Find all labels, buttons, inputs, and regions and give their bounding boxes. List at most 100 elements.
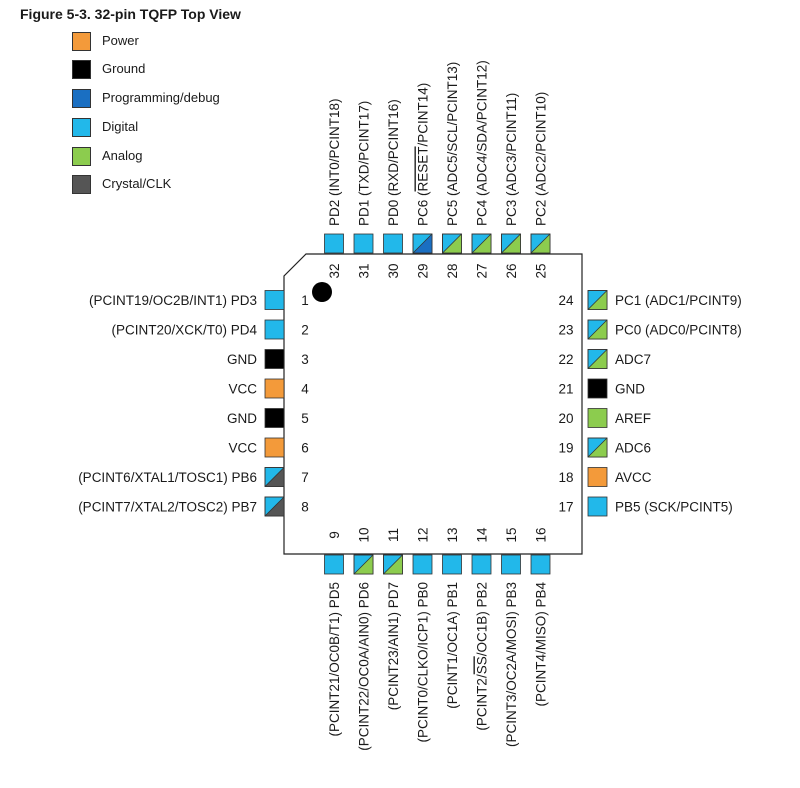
legend-swatch-programming	[72, 89, 91, 108]
figure-title: Figure 5-3. 32-pin TQFP Top View	[20, 6, 241, 22]
pin-label-6: VCC	[228, 441, 257, 456]
pin-square-12	[412, 554, 433, 575]
pin-label-21: GND	[615, 382, 645, 397]
pin-label-27: PC4 (ADC4/SDA/PCINT12)	[475, 60, 490, 226]
pin-number: 5	[301, 411, 309, 426]
pin-number: 30	[386, 263, 401, 278]
pin-square-31	[353, 233, 374, 254]
pin-label-9: (PCINT21/OC0B/T1) PD5	[327, 582, 342, 737]
legend-swatch-crystal	[72, 175, 91, 194]
pin-square-24	[587, 290, 608, 310]
pin-label-24: PC1 (ADC1/PCINT9)	[615, 293, 742, 308]
pin-label-32: PD2 (INT0/PCINT18)	[327, 98, 342, 226]
pin-number: 17	[558, 500, 573, 515]
pin-number: 19	[558, 441, 573, 456]
pin-number: 31	[357, 263, 372, 278]
pin-label-10: (PCINT22/OC0A/AIN0) PD6	[357, 582, 372, 751]
pin-label-16: (PCINT4/MISO) PB4	[534, 582, 549, 707]
pin-square-20	[587, 408, 608, 428]
pin-number: 20	[558, 411, 573, 426]
legend-swatch-analog	[72, 147, 91, 166]
pin-number: 2	[301, 323, 309, 338]
pin1-dot	[312, 282, 332, 302]
pin-label-7: (PCINT6/XTAL1/TOSC1) PB6	[78, 470, 257, 485]
legend-swatch-digital	[72, 118, 91, 137]
pin-label-25: PC2 (ADC2/PCINT10)	[534, 92, 549, 226]
pin-square-8	[264, 496, 285, 517]
pin-number: 11	[386, 528, 401, 542]
pin-square-27	[471, 233, 492, 254]
pin-number: 14	[475, 527, 490, 543]
pin-number: 29	[416, 263, 431, 278]
pin-number: 1	[301, 293, 309, 308]
pin-square-13	[442, 554, 462, 575]
pin-number: 7	[301, 470, 309, 485]
pin-label-17: PB5 (SCK/PCINT5)	[615, 500, 733, 515]
pin-square-22	[587, 349, 608, 369]
pins-layer: 1 (PCINT19/OC2B/INT1) PD3 2 (PCINT20/XCK/T0…	[78, 60, 742, 751]
pin-label-11: (PCINT23/AIN1) PD7	[386, 582, 401, 710]
pin-square-17	[587, 496, 608, 517]
pin-label-23: PC0 (ADC0/PCINT8)	[615, 323, 742, 338]
legend-label: Programming/debug	[102, 90, 220, 105]
pin-number: 22	[558, 352, 573, 367]
pin-number: 16	[534, 527, 549, 542]
pin-label-5: GND	[227, 411, 257, 426]
pin-square-2	[264, 319, 285, 340]
pin-label-15: (PCINT3/OC2A/MOSI) PB3	[504, 582, 519, 747]
legend-label: Digital	[102, 119, 139, 134]
pin-number: 25	[534, 263, 549, 278]
chip-body	[283, 253, 583, 555]
pin-number: 6	[301, 441, 309, 456]
pin-square-19	[587, 437, 608, 458]
pin-label-22: ADC7	[615, 352, 651, 367]
pin-number: 27	[475, 263, 490, 278]
legend-swatch-ground	[72, 60, 91, 79]
pin-number: 18	[558, 470, 573, 485]
pin-square-4	[264, 378, 285, 399]
pin-label-1: (PCINT19/OC2B/INT1) PD3	[89, 293, 257, 308]
pin-square-29	[412, 233, 433, 254]
pin-label-14: (PCINT2/SS/OC1B) PB2	[475, 582, 490, 731]
pin-square-18	[587, 467, 608, 487]
pin-label-26: PC3 (ADC3/PCINT11)	[504, 93, 519, 226]
legend-label: Crystal/CLK	[102, 176, 172, 191]
legend-label: Ground	[102, 61, 146, 76]
pin-number: 10	[357, 527, 372, 542]
pin-label-31: PD1 (TXD/PCINT17)	[357, 101, 372, 226]
pin-label-3: GND	[227, 352, 257, 367]
overline-text: RESET	[416, 146, 431, 191]
legend-label: Analog	[102, 148, 143, 163]
pin-square-21	[587, 378, 608, 399]
pin-label-20: AREF	[615, 411, 651, 426]
pin-square-14	[471, 554, 492, 575]
pin-number: 12	[416, 527, 431, 542]
pin-label-4: VCC	[228, 382, 257, 397]
pin-label-13: (PCINT1/OC1A) PB1	[445, 582, 460, 709]
pin-number: 9	[327, 531, 342, 539]
pin-square-16	[530, 554, 551, 575]
overline-text: SS	[475, 656, 490, 674]
pin-square-1	[264, 290, 285, 310]
pin-number: 24	[558, 293, 574, 308]
pin-square-28	[442, 233, 462, 254]
legend-swatch-power	[72, 32, 91, 51]
pin-label-28: PC5 (ADC5/SCL/PCINT13)	[445, 62, 460, 226]
pin-label-12: (PCINT0/CLKO/ICP1) PB0	[416, 582, 431, 743]
pin-square-3	[264, 349, 285, 369]
pin-number: 15	[504, 527, 519, 542]
pin-number: 13	[445, 527, 460, 542]
pin-square-11	[383, 554, 403, 575]
pin-number: 23	[558, 323, 573, 338]
pin-number: 28	[445, 263, 460, 278]
pin-number: 8	[301, 500, 309, 515]
pin-label-2: (PCINT20/XCK/T0) PD4	[111, 323, 257, 338]
pin-square-15	[501, 554, 521, 575]
pin-square-9	[324, 554, 344, 575]
pin-label-18: AVCC	[615, 470, 652, 485]
pin-square-6	[264, 437, 285, 458]
pin-label-8: (PCINT7/XTAL2/TOSC2) PB7	[78, 500, 257, 515]
legend-label: Power	[102, 33, 139, 48]
pin-number: 3	[301, 352, 309, 367]
pin-number: 32	[327, 263, 342, 278]
